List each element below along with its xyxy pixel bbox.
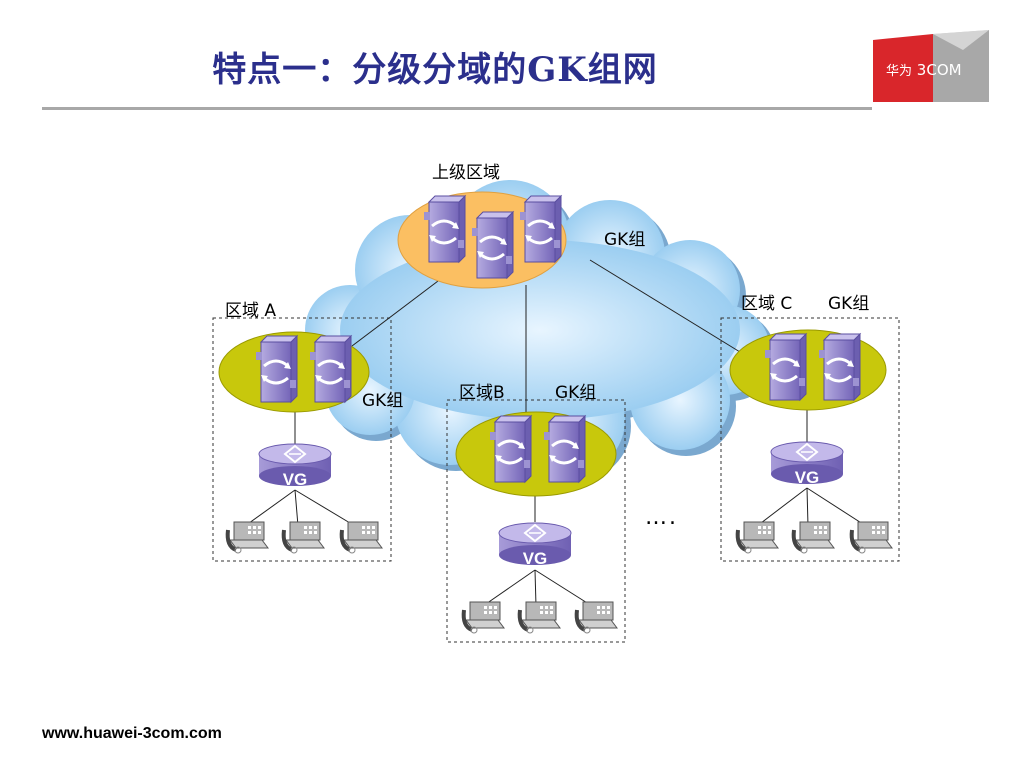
phone-icon [281, 520, 326, 555]
region-a-box [212, 317, 392, 562]
footer-url: www.huawei-3com.com [42, 725, 222, 742]
gk-server-icon [308, 334, 353, 404]
phone-icon [461, 600, 506, 635]
logo-wordmark: 华为 3COM [886, 60, 962, 79]
logo-text-cn: 华为 [886, 64, 913, 79]
more-regions-ellipsis: …. [645, 505, 678, 530]
region-b-gk-ellipse [455, 411, 617, 497]
huawei-3com-logo [873, 30, 989, 102]
phone-icon [849, 520, 894, 555]
gk-server-icon [488, 414, 533, 484]
gk-server-icon [422, 194, 467, 264]
region-c-box [720, 317, 900, 562]
region-b-gk-label: GK组 [555, 383, 597, 403]
phone-icon [574, 600, 619, 635]
top-gk-label: GK组 [604, 230, 646, 250]
gk-server-icon [518, 194, 563, 264]
region-a-gk-label: GK组 [362, 391, 404, 411]
phone-icon [791, 520, 836, 555]
phone-icon [517, 600, 562, 635]
region-c-gk-label: GK组 [828, 294, 870, 314]
region-c-label: 区域 C [741, 294, 793, 314]
title-divider [42, 107, 872, 110]
phone-icon [735, 520, 780, 555]
gk-server-icon [254, 334, 299, 404]
connection-lines [244, 259, 867, 607]
gk-server-icon [542, 414, 587, 484]
top-region-label: 上级区域 [432, 163, 500, 183]
vg-label: VG [795, 468, 820, 487]
gk-server-icon [817, 332, 862, 402]
phone-icon [225, 520, 270, 555]
page-title: 特点一：分级分域的GK组网 [212, 50, 658, 90]
logo-text-en: 3COM [916, 61, 962, 79]
gk-server-icon [470, 210, 515, 280]
vg-label: VG [283, 470, 308, 489]
region-b-label: 区域B [459, 383, 505, 403]
phone-icon [339, 520, 384, 555]
region-a-label: 区域 A [225, 301, 277, 321]
region-c-gk-ellipse [729, 329, 887, 411]
vg-label: VG [523, 549, 548, 568]
gk-server-icon [763, 332, 808, 402]
